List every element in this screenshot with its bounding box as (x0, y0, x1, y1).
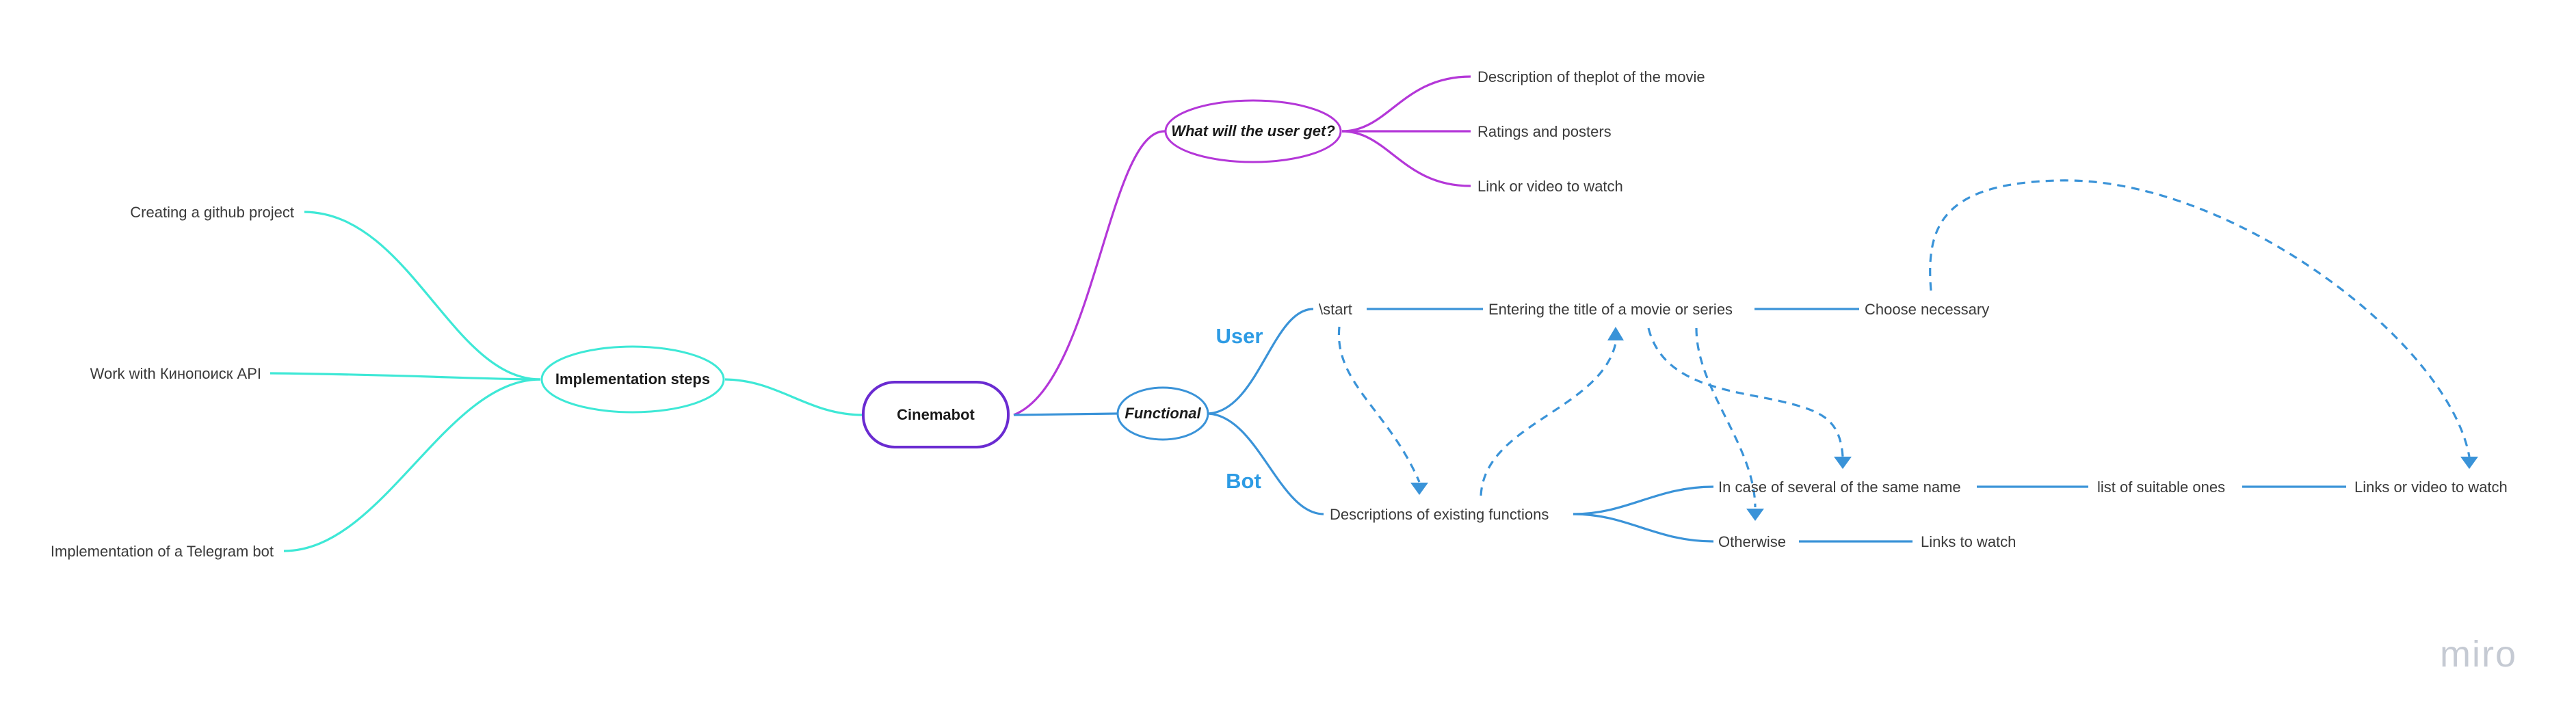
edge-desc-samename (1573, 485, 1714, 515)
arrowhead-descriptions (1410, 483, 1428, 495)
miro-logo: miro (2440, 634, 2517, 675)
arrowhead-title (1607, 327, 1624, 340)
leaf-several-same-name[interactable]: In case of several of the same name (1718, 479, 1961, 496)
leaf-choose-necessary[interactable]: Choose necessary (1865, 301, 1989, 318)
leaf-list-suitable[interactable]: list of suitable ones (2097, 479, 2225, 496)
dashed-descriptions-to-title (1480, 342, 1617, 496)
root-node-cinemabot[interactable]: Cinemabot (862, 381, 1010, 448)
dashed-start-to-descriptions (1337, 326, 1421, 483)
leaf-implementation-telegram-bot[interactable]: Implementation of a Telegram bot (51, 543, 274, 560)
arrowhead-samename (1834, 457, 1852, 469)
leaf-link-or-video[interactable]: Link or video to watch (1477, 178, 1623, 195)
edge-desc-otherwise (1573, 513, 1714, 543)
dashed-choose-to-links-video (1929, 179, 2471, 457)
root-node-label: Cinemabot (897, 406, 975, 423)
leaf-otherwise[interactable]: Otherwise (1718, 533, 1786, 550)
arrowhead-links-video (2460, 457, 2478, 469)
node-functional[interactable]: Functional (1116, 386, 1209, 441)
implementation-steps-label: Implementation steps (555, 371, 710, 388)
edge-userget-plot (1341, 75, 1471, 133)
leaf-descriptions-existing-functions[interactable]: Descriptions of existing functions (1330, 506, 1549, 523)
leaf-start[interactable]: \start (1319, 301, 1352, 318)
node-implementation-steps[interactable]: Implementation steps (540, 345, 725, 414)
leaf-entering-title[interactable]: Entering the title of a movie or series (1488, 301, 1733, 318)
edge-root-implementation (724, 378, 864, 416)
edge-functional-start (1208, 308, 1314, 415)
edge-userget-link (1341, 130, 1471, 187)
leaf-creating-github-project[interactable]: Creating a github project (130, 204, 294, 221)
edge-root-user-get (1013, 130, 1166, 416)
edge-impl-telegram (283, 378, 541, 552)
dashed-title-to-otherwise (1695, 327, 1757, 508)
what-will-user-get-label: What will the user get? (1171, 122, 1335, 139)
leaf-description-plot[interactable]: Description of theplot of the movie (1477, 68, 1705, 85)
arrowhead-otherwise (1746, 509, 1764, 521)
user-label: User (1216, 324, 1263, 348)
edge-root-functional (1013, 412, 1118, 416)
leaf-links-or-video-to-watch[interactable]: Links or video to watch (2354, 479, 2508, 496)
leaf-ratings-posters[interactable]: Ratings and posters (1477, 123, 1612, 140)
leaf-links-to-watch[interactable]: Links to watch (1921, 533, 2016, 550)
node-what-will-user-get[interactable]: What will the user get? (1164, 99, 1342, 163)
leaf-work-with-api[interactable]: Work with Кинопоиск API (90, 365, 261, 382)
functional-label: Functional (1125, 405, 1201, 422)
edge-impl-github (304, 211, 541, 381)
dashed-title-to-samename (1647, 327, 1844, 457)
edge-impl-api (270, 372, 541, 381)
edge-functional-descriptions (1208, 412, 1324, 515)
bot-label: Bot (1226, 469, 1261, 493)
